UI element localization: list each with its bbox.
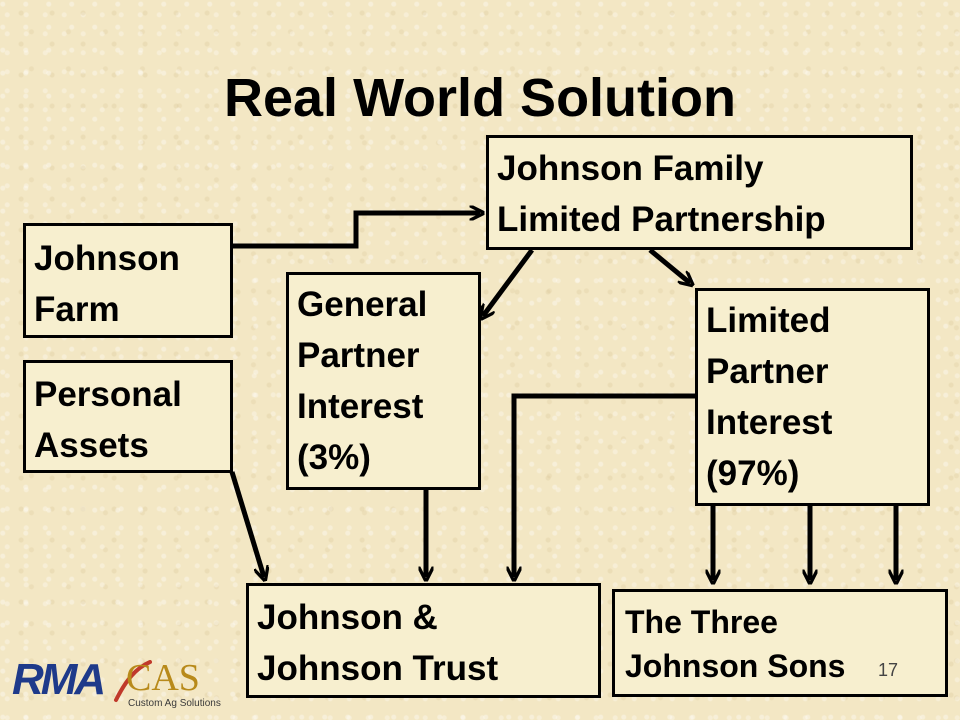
johnson-farm-box: Johnson Farm — [23, 223, 233, 338]
general-partner-line-3: Interest — [297, 387, 424, 426]
general-partner-interest-box: General Partner Interest (3%) — [286, 272, 481, 490]
limited-partner-line-2: Partner — [706, 352, 829, 391]
three-sons-box: The Three Johnson Sons — [612, 589, 948, 697]
limited-partner-interest-box: Limited Partner Interest (97%) — [695, 288, 930, 506]
general-partner-line-1: General — [297, 285, 428, 324]
slide-title: Real World Solution — [224, 68, 736, 128]
cas-logo-text: CAS — [126, 657, 200, 699]
arrow-limited-to-trust — [514, 393, 695, 577]
johnson-farm-line-2: Farm — [34, 290, 120, 329]
swoosh-icon — [114, 660, 152, 702]
three-sons-line-1: The Three — [625, 604, 778, 640]
johnson-farm-line-1: Johnson — [34, 239, 180, 278]
johnson-trust-box: Johnson & Johnson Trust — [246, 583, 601, 698]
partnership-line-1: Johnson Family — [497, 149, 764, 188]
limited-partner-line-3: Interest — [706, 403, 833, 442]
family-limited-partnership-box: Johnson Family Limited Partnership — [486, 135, 913, 250]
limited-partner-line-1: Limited — [706, 301, 831, 340]
arrow-partnership-to-general — [483, 248, 535, 316]
personal-assets-box: Personal Assets — [23, 360, 233, 473]
limited-partner-line-4: (97%) — [706, 454, 800, 493]
general-partner-line-4: (3%) — [297, 438, 371, 477]
personal-assets-line-1: Personal — [34, 375, 182, 414]
johnson-trust-line-1: Johnson & — [257, 598, 438, 637]
arrow-assets-to-trust — [229, 471, 264, 577]
partnership-line-2: Limited Partnership — [497, 200, 826, 239]
johnson-trust-line-2: Johnson Trust — [257, 649, 499, 688]
rma-cas-logo: RMA CAS Custom Ag Solutions — [12, 656, 222, 714]
personal-assets-line-2: Assets — [34, 426, 149, 465]
general-partner-line-2: Partner — [297, 336, 420, 375]
logo-tagline: Custom Ag Solutions — [128, 698, 221, 709]
arrow-partnership-to-limited — [648, 248, 690, 283]
three-sons-line-2: Johnson Sons — [625, 648, 846, 684]
page-number: 17 — [878, 660, 899, 680]
rma-logo-text: RMA — [12, 655, 106, 704]
arrow-farm-to-partnership — [233, 213, 480, 249]
